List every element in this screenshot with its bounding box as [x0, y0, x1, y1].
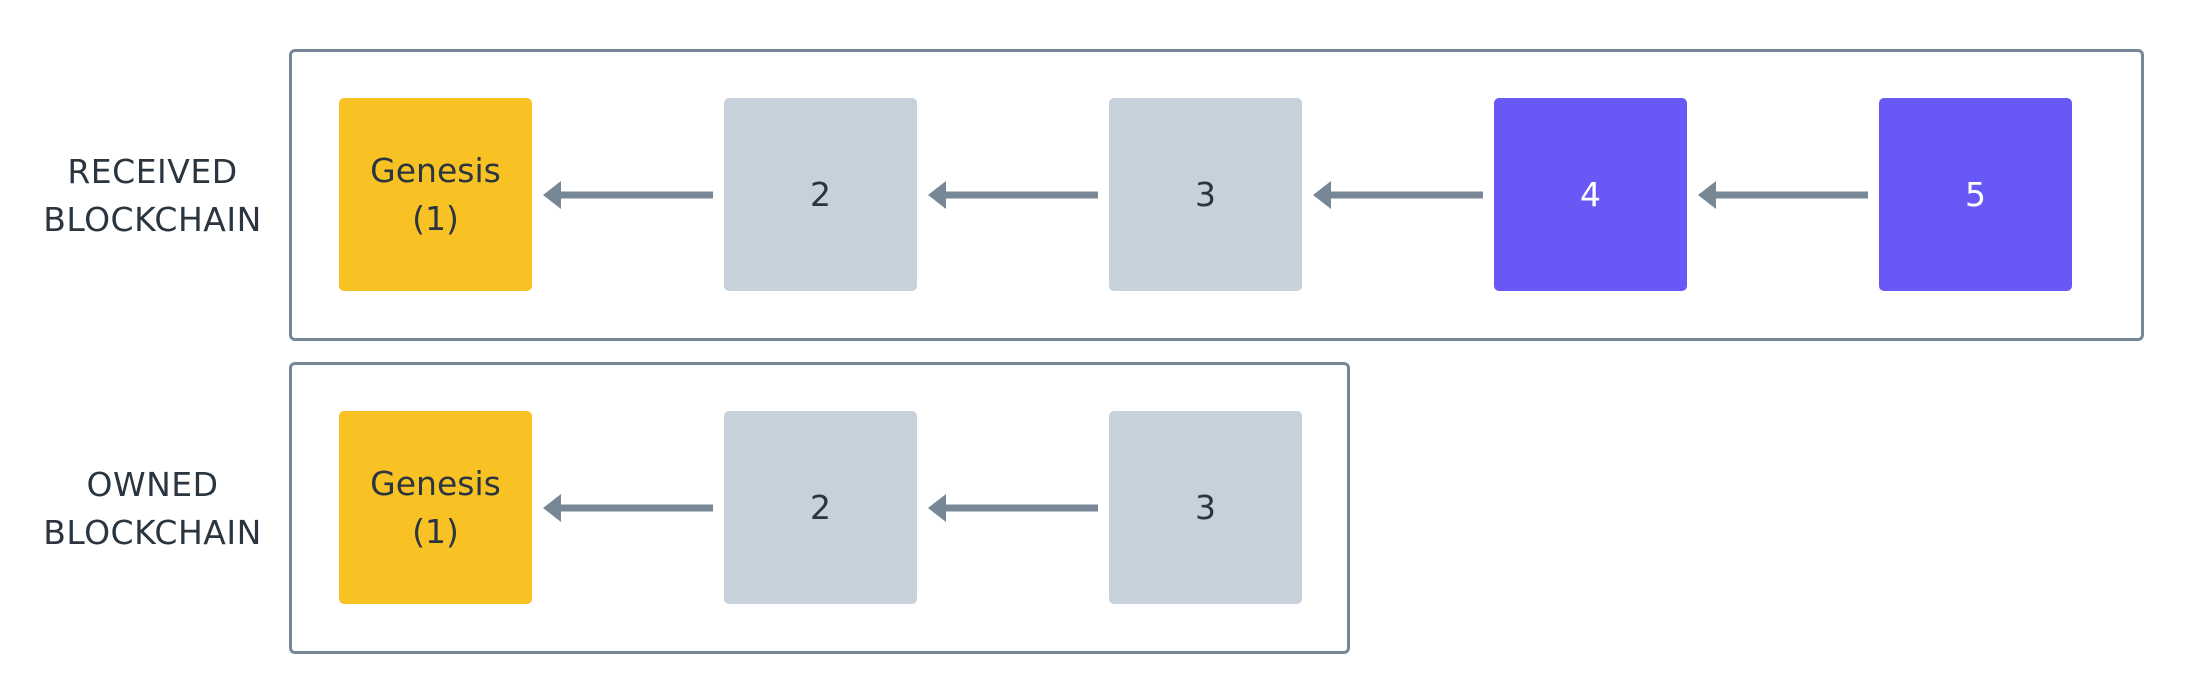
- block-sublabel: (1): [412, 198, 459, 238]
- received-chain-frame: [289, 49, 2144, 341]
- arrow-left-icon: [1313, 181, 1483, 209]
- owned-label-line1: OWNED: [86, 465, 219, 504]
- owned-block-genesis: Genesis (1): [339, 411, 532, 604]
- block-label: 2: [810, 174, 831, 214]
- owned-block-2: 2: [724, 411, 917, 604]
- received-block-2: 2: [724, 98, 917, 291]
- owned-block-3: 3: [1109, 411, 1302, 604]
- block-label: 2: [810, 487, 831, 527]
- received-label-line2: BLOCKCHAIN: [43, 200, 262, 239]
- owned-label-line2: BLOCKCHAIN: [43, 513, 262, 552]
- owned-chain-frame: [289, 362, 1350, 654]
- received-label-line1: RECEIVED: [67, 152, 238, 191]
- received-block-4: 4: [1494, 98, 1687, 291]
- block-label: Genesis: [370, 150, 501, 190]
- owned-blockchain-label: OWNED BLOCKCHAIN: [30, 461, 275, 557]
- received-block-3: 3: [1109, 98, 1302, 291]
- received-blockchain-label: RECEIVED BLOCKCHAIN: [30, 148, 275, 244]
- block-label: 5: [1965, 174, 1986, 214]
- arrow-left-icon: [543, 494, 713, 522]
- block-label: 3: [1195, 174, 1216, 214]
- arrow-left-icon: [928, 181, 1098, 209]
- arrow-left-icon: [1698, 181, 1868, 209]
- block-label: 3: [1195, 487, 1216, 527]
- arrow-left-icon: [928, 494, 1098, 522]
- block-label: Genesis: [370, 463, 501, 503]
- block-sublabel: (1): [412, 511, 459, 551]
- arrow-left-icon: [543, 181, 713, 209]
- received-block-5: 5: [1879, 98, 2072, 291]
- block-label: 4: [1580, 174, 1601, 214]
- received-block-genesis: Genesis (1): [339, 98, 532, 291]
